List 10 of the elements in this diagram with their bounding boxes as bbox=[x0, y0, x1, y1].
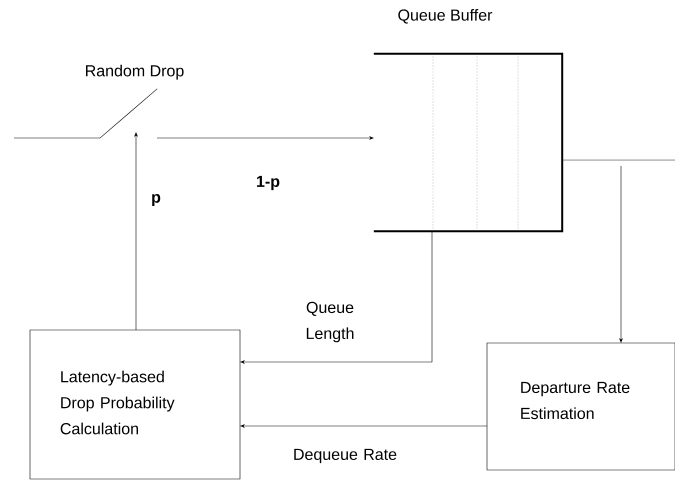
heading: Random Drop bbox=[86, 64, 184, 80]
process-box: Latency-based Drop Probability Calculation bbox=[30, 330, 240, 480]
heading: Queue Buffer bbox=[398, 9, 492, 24]
edge-label: Dequeue Rate bbox=[294, 448, 396, 464]
process-box: Departure Rate Estimation bbox=[486, 342, 675, 470]
switch bbox=[86, 64, 184, 138]
edge-label: Queue Length bbox=[306, 302, 354, 342]
edge-label: p bbox=[152, 194, 160, 206]
queue-buffer bbox=[374, 9, 564, 232]
edge-label: 1-p bbox=[257, 176, 280, 190]
